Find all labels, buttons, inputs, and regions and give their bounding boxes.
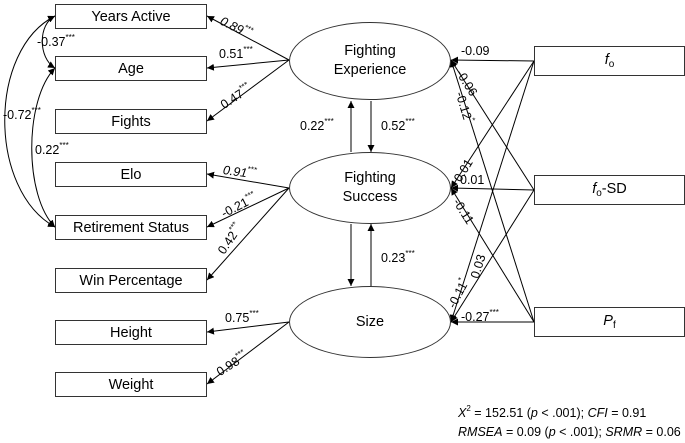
coef-cov-age-retirement: 0.22*** — [35, 141, 69, 158]
box-weight-label: Weight — [108, 376, 154, 393]
box-years-active: Years Active — [55, 4, 207, 29]
path-fosd-size — [450, 189, 535, 323]
box-height: Height — [55, 320, 207, 345]
coef-success-to-experience: 0.22*** — [300, 117, 334, 134]
covariance-years-active-retirement — [4, 15, 56, 228]
path-pf-experience — [449, 59, 535, 323]
latent-fighting-success: Fighting Success — [289, 152, 451, 224]
coef-cov-years-active-retirement: -0.72*** — [3, 106, 41, 123]
coef-experience-to-success: 0.52*** — [381, 117, 415, 134]
path-experience-age — [206, 59, 290, 71]
box-retirement-status: Retirement Status — [55, 215, 207, 240]
path-experience-years-active — [206, 15, 290, 61]
coef-pf-size: -0.27*** — [461, 308, 499, 325]
latent-size-label: Size — [355, 313, 385, 330]
box-weight: Weight — [55, 372, 207, 397]
coef-age: 0.51*** — [219, 45, 253, 62]
box-fo: fo — [534, 46, 685, 76]
box-fo-label: fo — [604, 52, 615, 70]
latent-experience-line2: Experience — [333, 62, 407, 78]
box-fo-sd-label: fo-SD — [592, 181, 627, 199]
coef-cov-years-active-age: -0.37*** — [37, 33, 75, 50]
path-experience-fights — [206, 59, 290, 122]
covariance-age-retirement — [31, 67, 56, 228]
path-size-height — [206, 321, 290, 335]
box-pf: Pf — [534, 307, 685, 337]
latent-size: Size — [289, 286, 451, 358]
box-years-active-label: Years Active — [91, 8, 171, 25]
path-size-weight — [206, 321, 290, 385]
path-success-win-percentage — [206, 187, 290, 281]
path-fosd-success — [450, 184, 535, 192]
box-fights: Fights — [55, 109, 207, 134]
latent-success-line1: Fighting — [344, 170, 396, 186]
fit-statistics-line2: RMSEA = 0.09 (p < .001); SRMR = 0.06 — [458, 425, 681, 439]
box-win-percentage: Win Percentage — [55, 268, 207, 293]
latent-experience-line1: Fighting — [344, 43, 396, 59]
box-height-label: Height — [110, 324, 152, 341]
coef-fosd-success: 0.01 — [460, 173, 485, 187]
box-win-percentage-label: Win Percentage — [79, 272, 183, 289]
coef-fo-experience: -0.09 — [461, 44, 490, 58]
box-age-label: Age — [118, 60, 144, 77]
path-success-retirement — [206, 187, 290, 228]
path-fosd-experience — [450, 59, 535, 191]
path-fo-experience — [450, 56, 535, 64]
box-retirement-status-label: Retirement Status — [72, 219, 190, 236]
box-elo: Elo — [55, 162, 207, 187]
latent-fighting-experience: Fighting Experience — [289, 22, 451, 100]
fit-statistics-line1: X2 = 152.51 (p < .001); CFI = 0.91 — [458, 404, 647, 421]
coef-height: 0.75*** — [225, 309, 259, 326]
coef-success-size: 0.23*** — [381, 249, 415, 266]
path-success-elo — [206, 171, 290, 189]
path-pf-success — [450, 187, 535, 323]
box-pf-label: Pf — [603, 313, 616, 331]
latent-success-line2: Success — [342, 189, 398, 205]
box-fo-sd: fo-SD — [534, 175, 685, 205]
box-age: Age — [55, 56, 207, 81]
box-elo-label: Elo — [120, 166, 142, 183]
box-fights-label: Fights — [111, 113, 151, 130]
